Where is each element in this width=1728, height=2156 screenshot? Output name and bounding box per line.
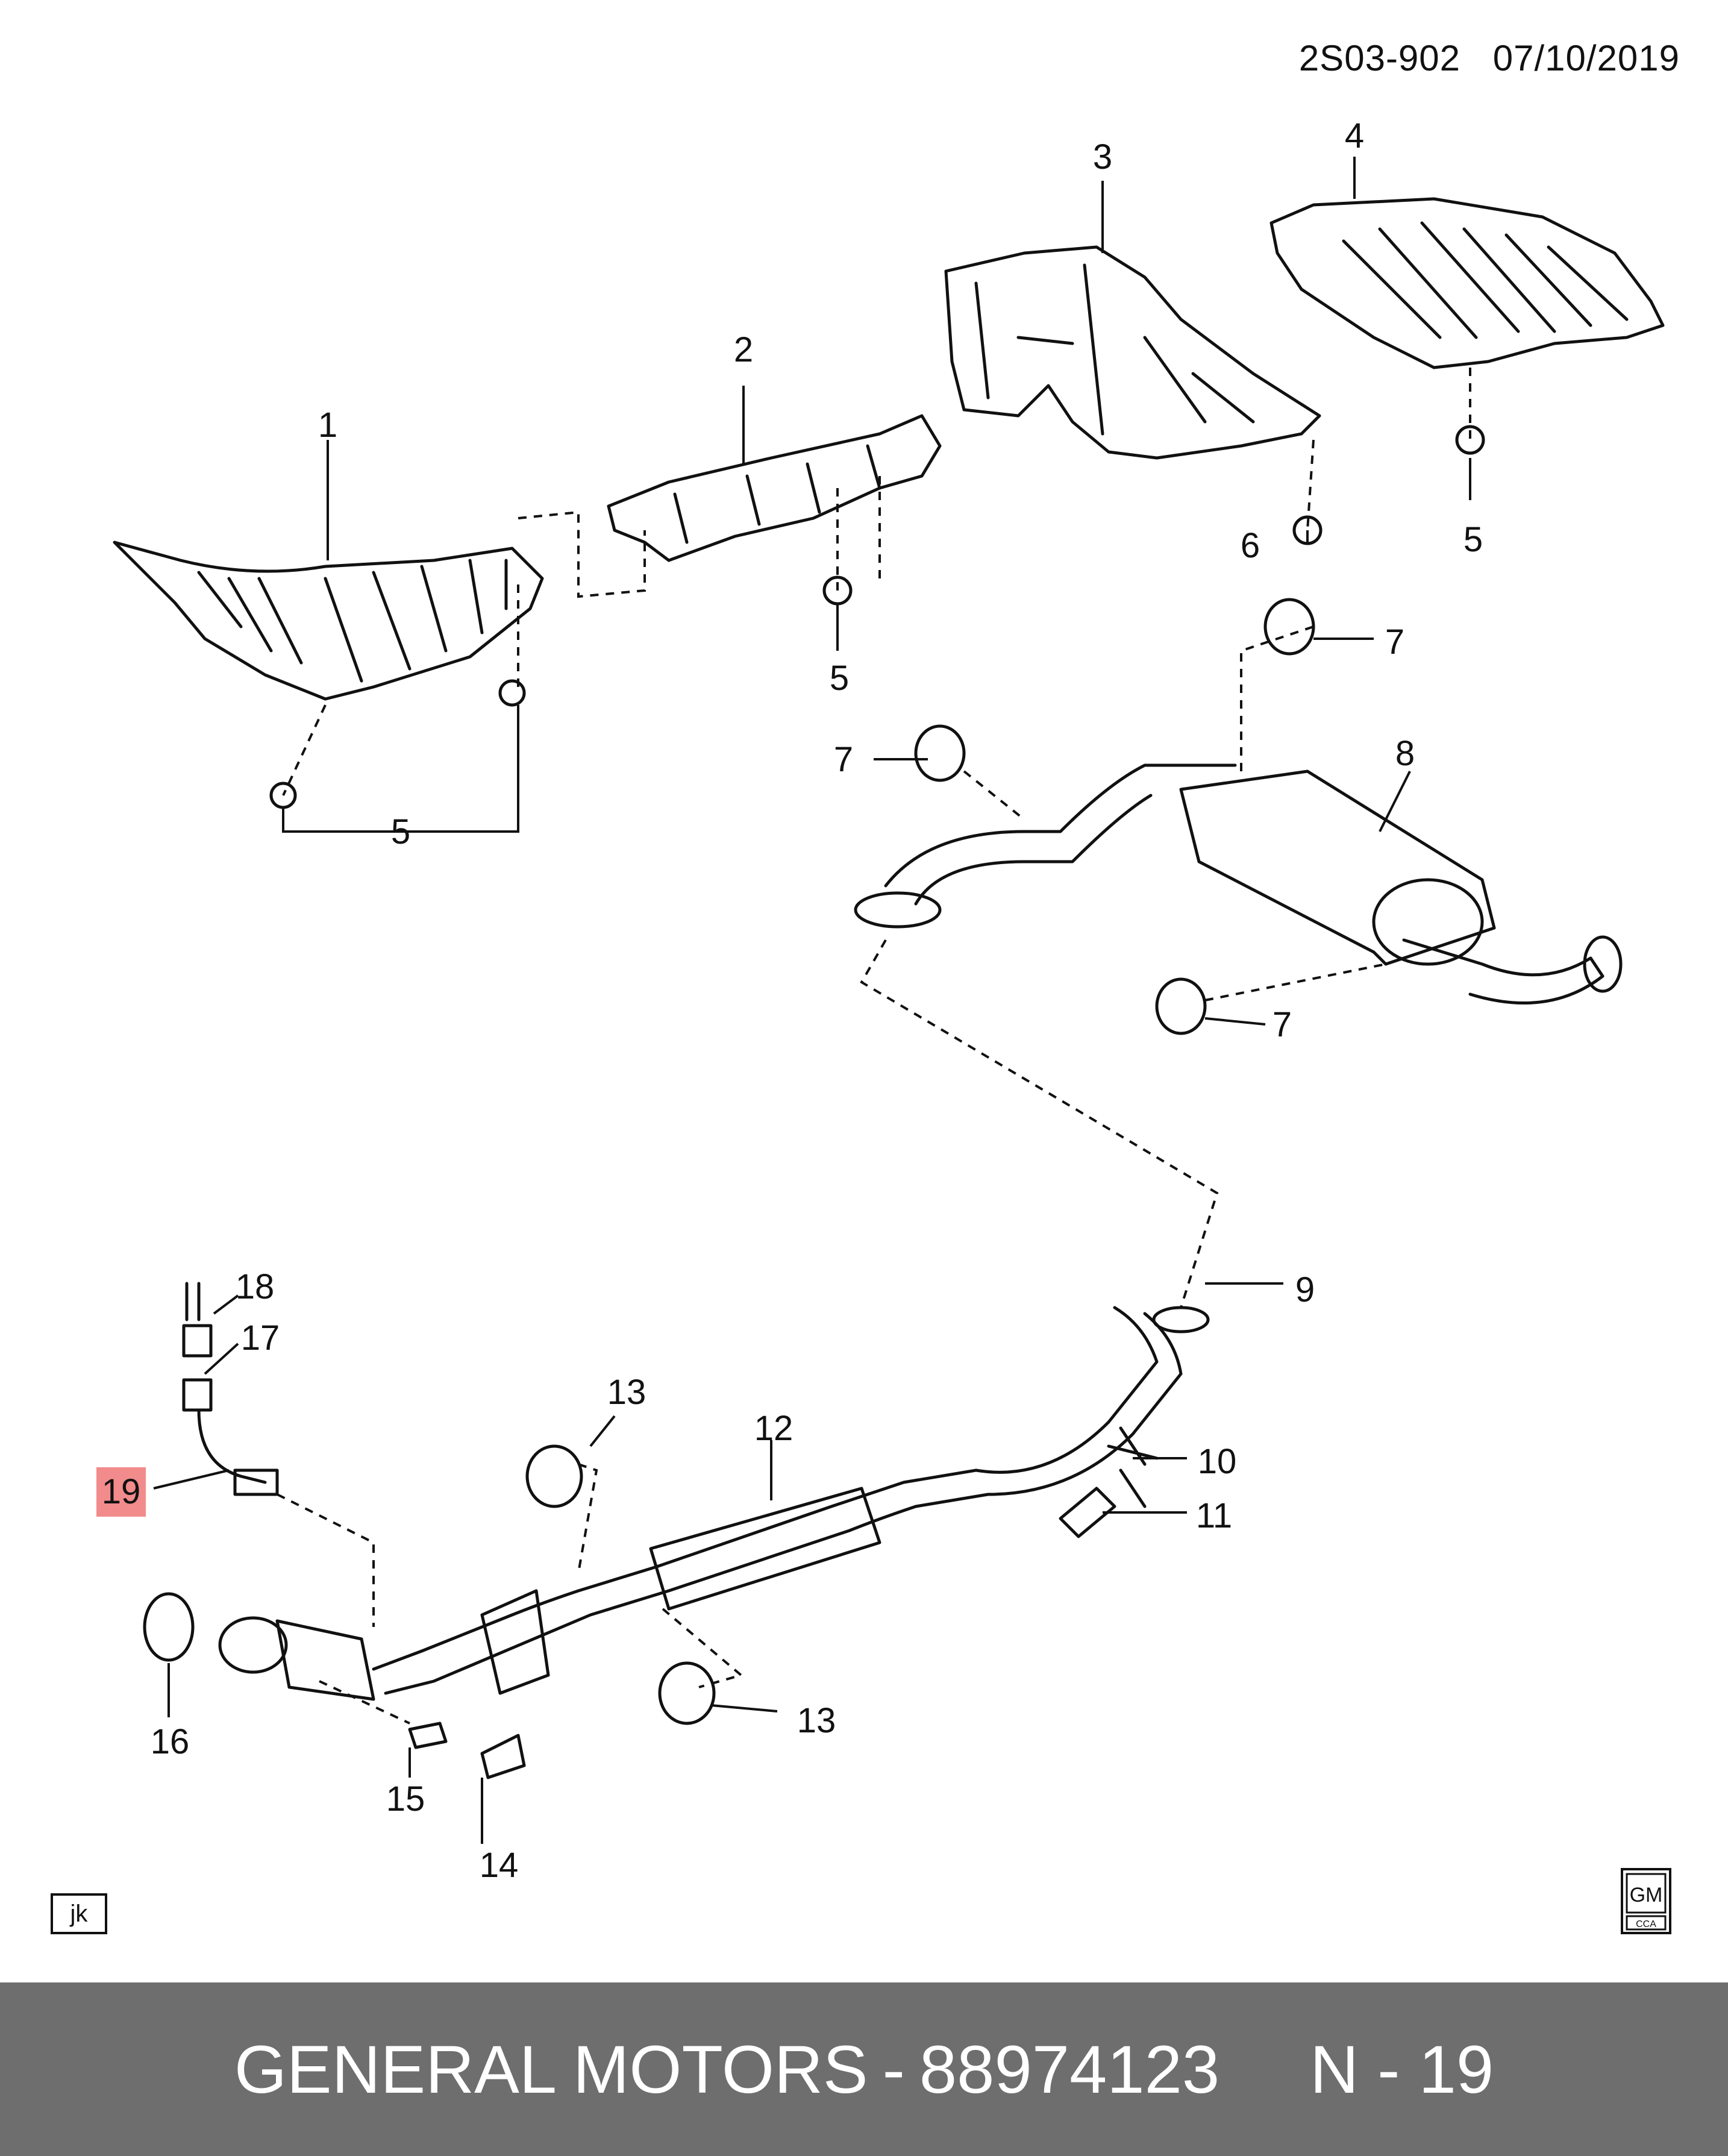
callout-7b: 7 (834, 740, 853, 779)
isolators (143, 598, 1315, 1725)
callout-14: 14 (480, 1846, 519, 1885)
gm-logo-bottom: CCA (1636, 1919, 1656, 1929)
highlight-box (96, 1467, 146, 1517)
fasteners (269, 425, 1485, 1779)
callout-2: 2 (734, 330, 753, 369)
diagram-code: 2S03-902 (1298, 38, 1461, 78)
footer-page-ref: N - 19 (1310, 2031, 1494, 2107)
callout-15: 15 (386, 1779, 425, 1819)
callout-7c: 7 (1273, 1005, 1292, 1044)
callout-17: 17 (241, 1318, 280, 1358)
heat-shield-center (607, 414, 942, 562)
exhaust-system-diagram: 1 2 3 4 5 5 5 6 7 7 7 8 9 10 11 12 13 13… (96, 116, 1665, 1885)
callout-4: 4 (1345, 116, 1364, 155)
callout-7a: 7 (1385, 622, 1404, 662)
callout-13b: 13 (797, 1701, 836, 1740)
callout-10: 10 (1198, 1442, 1237, 1481)
callout-1: 1 (318, 406, 337, 445)
callout-5a: 5 (391, 812, 410, 851)
footer-part-number: 88974123 (919, 2031, 1220, 2107)
callout-11: 11 (1196, 1496, 1232, 1535)
callout-3: 3 (1093, 137, 1112, 177)
gm-logo: GM CCA (1621, 1868, 1671, 1934)
callout-13a: 13 (607, 1373, 646, 1412)
callout-8: 8 (1395, 734, 1415, 773)
footer-bar: GENERAL MOTORS - 88974123 N - 19 (0, 1982, 1728, 2156)
callout-6: 6 (1241, 526, 1260, 565)
heat-shield-front (113, 541, 544, 701)
footer-brand: GENERAL MOTORS (234, 2031, 868, 2107)
callout-19: 19 (102, 1472, 141, 1511)
callout-18: 18 (236, 1267, 275, 1306)
callout-16: 16 (151, 1722, 190, 1761)
gm-logo-top: GM (1630, 1884, 1663, 1907)
callout-5c: 5 (1463, 520, 1483, 559)
callout-12: 12 (754, 1409, 794, 1448)
stamp-jk: jk (51, 1893, 107, 1934)
callout-9: 9 (1295, 1270, 1315, 1309)
front-exhaust-pipe (218, 1306, 1210, 1701)
heat-shield-tunnel (944, 245, 1321, 460)
rear-muffler-assembly (854, 763, 1623, 1005)
footer-separator: - (882, 2031, 905, 2107)
heat-shield-rear (1269, 197, 1665, 369)
callout-5b: 5 (830, 659, 849, 698)
oxygen-sensor (182, 1282, 279, 1496)
diagram-header: 2S03-902 07/10/2019 (1299, 37, 1680, 79)
diagram-date: 07/10/2019 (1492, 38, 1680, 78)
